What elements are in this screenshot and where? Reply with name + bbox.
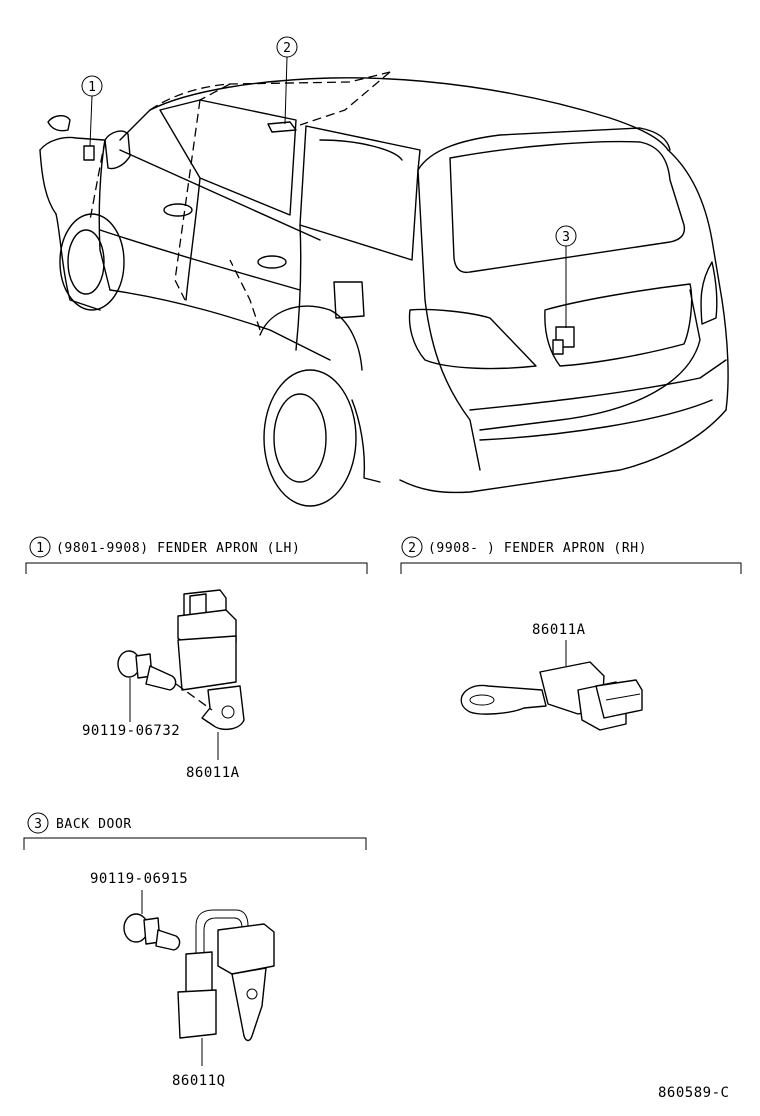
callout-3: 3 xyxy=(555,225,577,328)
callout-2: 2 xyxy=(276,36,298,125)
section-3-title: BACK DOOR xyxy=(56,817,132,832)
section-2-number: 2 xyxy=(408,541,416,556)
section-1: 1 (9801-9908) FENDER APRON (LH) 90119-06… xyxy=(25,536,368,781)
section-1-number: 1 xyxy=(36,541,44,556)
callout-1-label: 1 xyxy=(88,80,96,95)
label-86011q: 86011Q xyxy=(172,1073,226,1089)
sensor-86011q xyxy=(177,909,275,1042)
callout-1: 1 xyxy=(81,75,103,147)
diagram-id: 860589-C xyxy=(658,1085,729,1101)
label-90119-06732: 90119-06732 xyxy=(82,723,180,739)
section-3-number: 3 xyxy=(34,817,42,832)
section-1-title: (9801-9908) FENDER APRON (LH) xyxy=(56,541,300,556)
bolt-90119-06732 xyxy=(117,650,213,711)
bolt-90119-06915 xyxy=(123,913,181,951)
section-2-title: (9908- ) FENDER APRON (RH) xyxy=(428,541,647,556)
label-86011a-rh: 86011A xyxy=(532,622,586,638)
label-86011a-lh: 86011A xyxy=(186,765,240,781)
vehicle-illustration xyxy=(39,71,729,507)
sensor-86011a-lh xyxy=(177,589,245,731)
section-2: 2 (9908- ) FENDER APRON (RH) 86011A xyxy=(400,536,742,731)
callout-3-label: 3 xyxy=(562,230,570,245)
label-90119-06915: 90119-06915 xyxy=(90,871,188,887)
section-3: 3 BACK DOOR 90119-06915 86011Q xyxy=(23,812,367,1089)
callout-2-label: 2 xyxy=(283,41,291,56)
sensor-86011a-rh xyxy=(460,661,643,731)
